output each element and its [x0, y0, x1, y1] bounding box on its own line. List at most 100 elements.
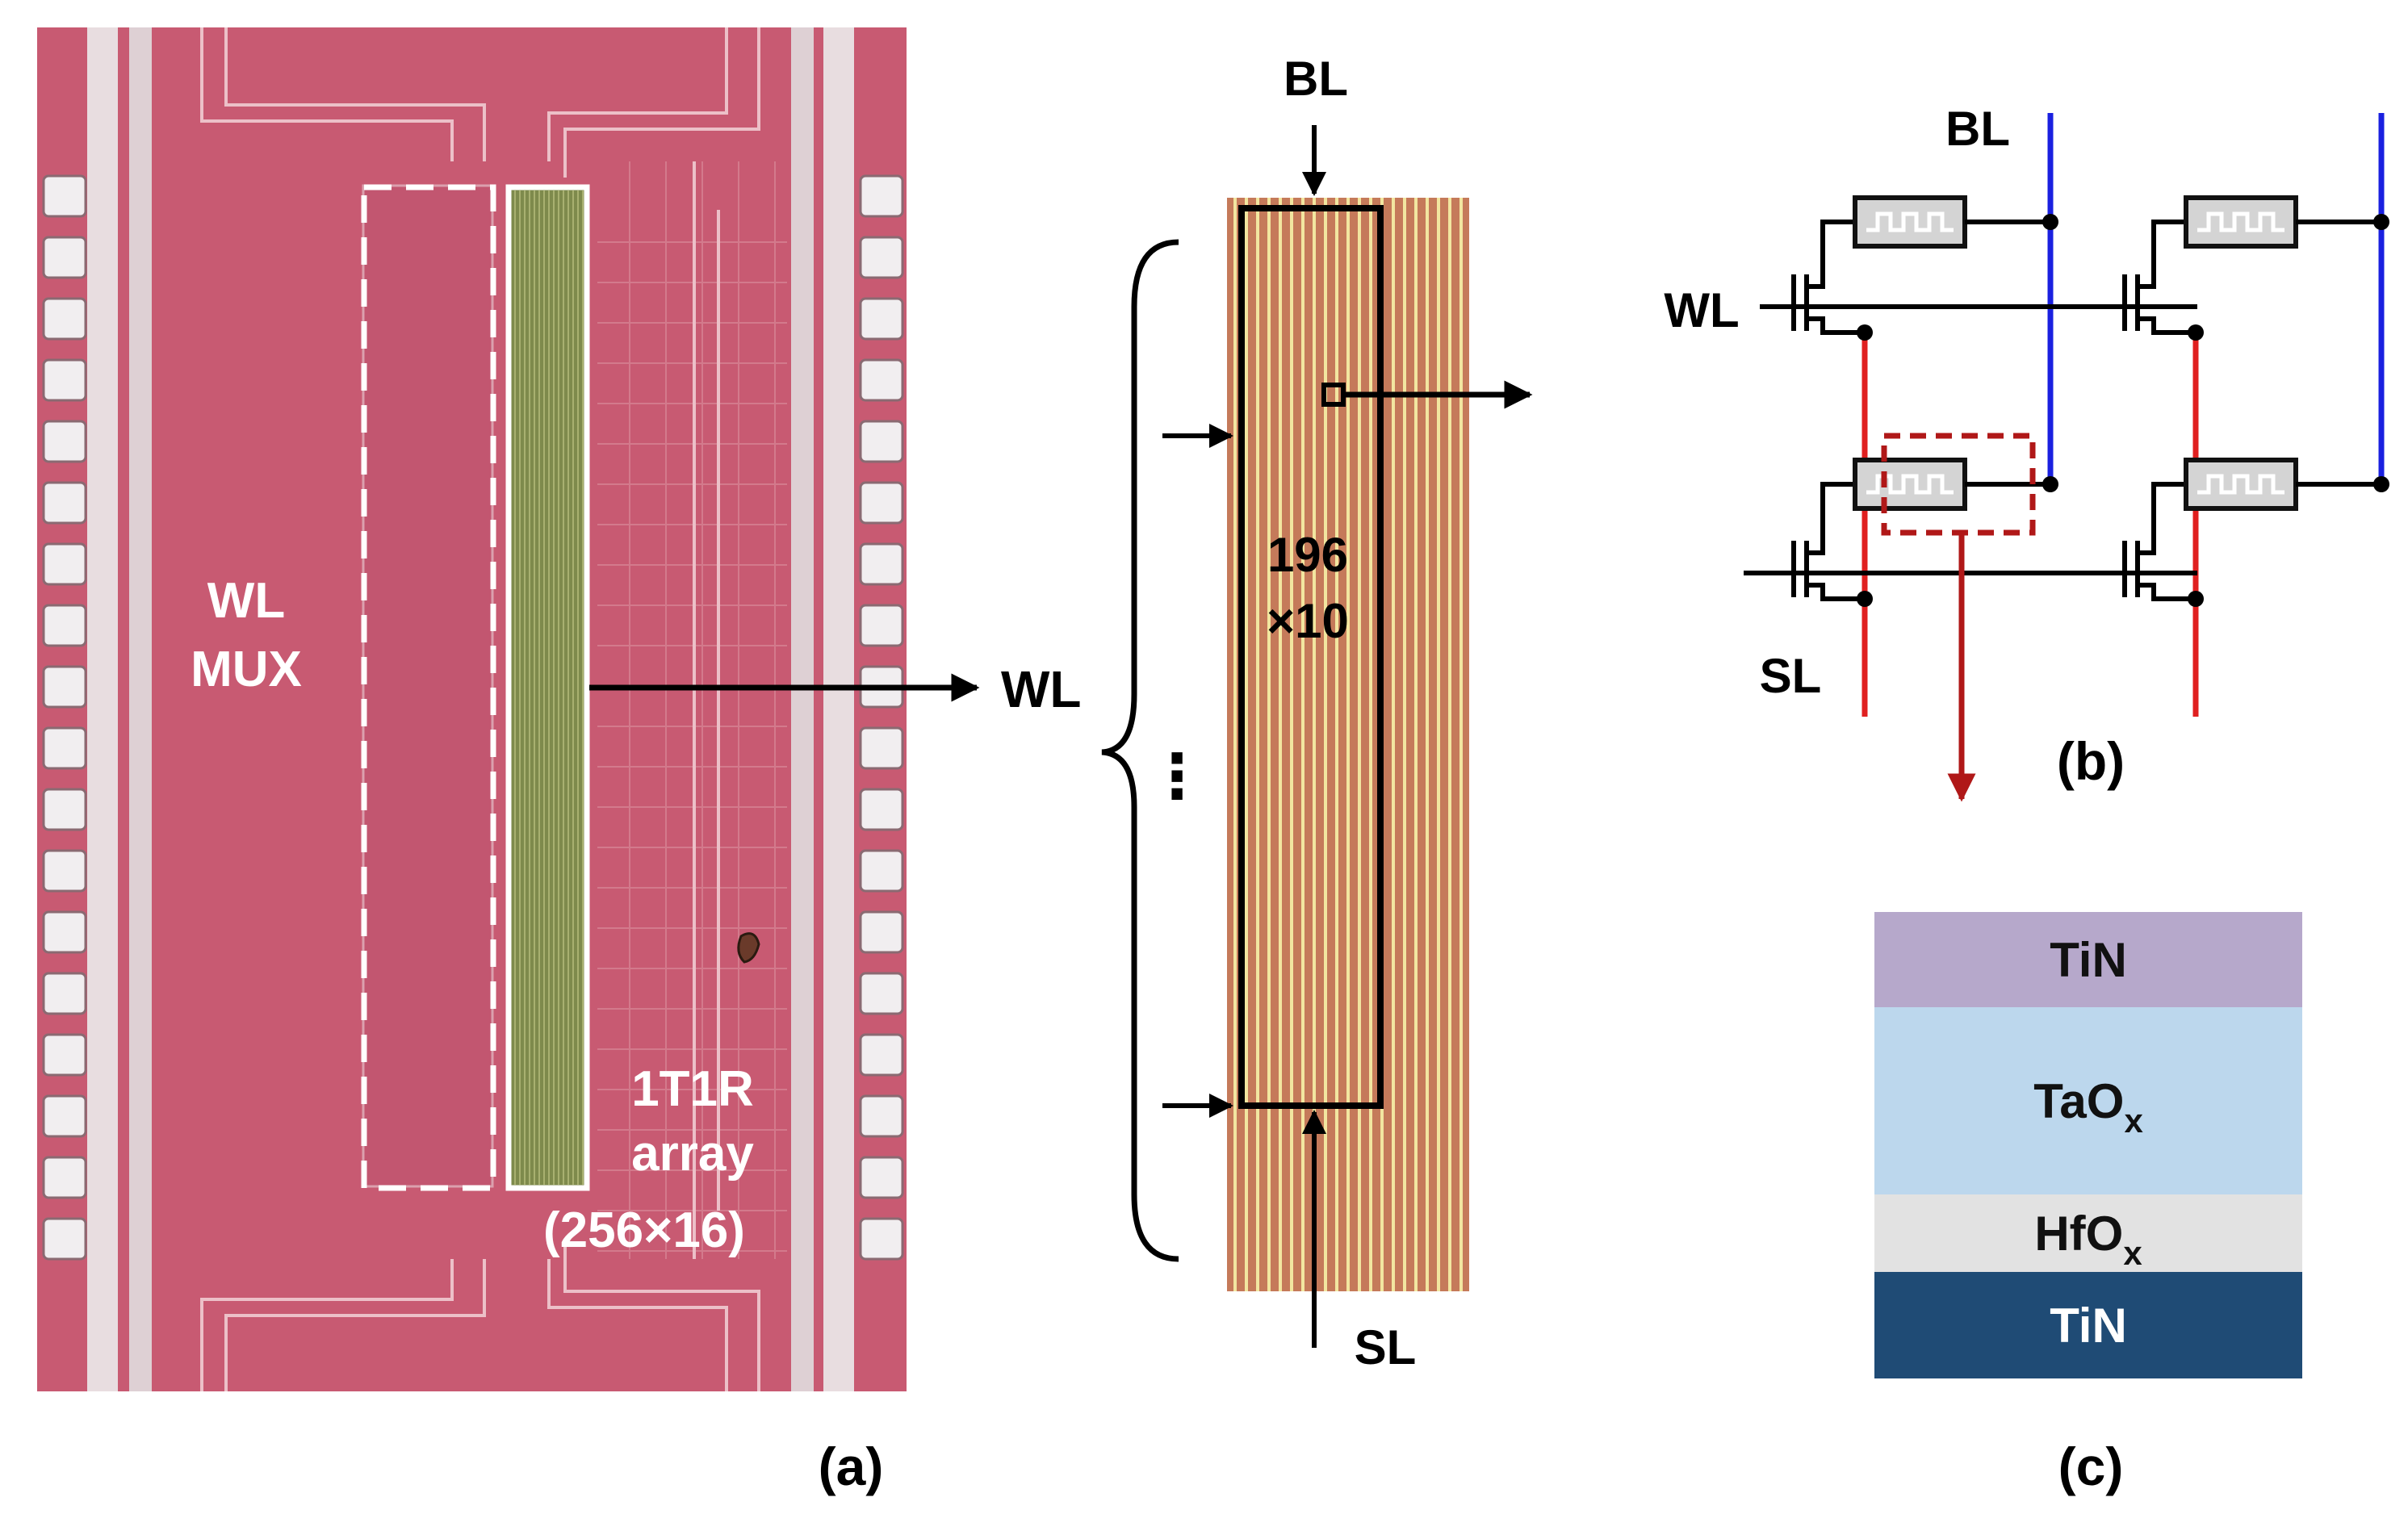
bond-pad — [42, 420, 87, 463]
stack-layer-material: TiN — [2050, 933, 2127, 987]
stack-layer — [1874, 1272, 2302, 1378]
bond-pad — [859, 174, 904, 218]
bond-pad — [859, 420, 904, 463]
bond-pad — [859, 542, 904, 586]
bond-pad — [42, 972, 87, 1015]
routing-traces — [200, 27, 760, 1391]
stack-layer-label: TaOx — [2033, 1074, 2143, 1140]
drain-wire — [2138, 220, 2186, 289]
drain-wire — [2138, 482, 2186, 555]
zoom-sl-label: SL — [1355, 1320, 1417, 1374]
array-stripes — [514, 190, 584, 1185]
schematic-bl-label: BL — [1945, 102, 2010, 156]
sourceline-node — [1857, 591, 1873, 607]
stack-layer-label: HfOx — [2034, 1207, 2142, 1272]
selected-subarray-box — [1238, 205, 1384, 1109]
stack-layer-subscript: x — [2124, 1102, 2143, 1140]
bond-pad — [42, 849, 87, 893]
bond-pad — [42, 604, 87, 647]
bond-pad — [42, 236, 87, 279]
source-wire — [1807, 316, 1865, 335]
left-rail — [87, 27, 118, 1391]
wl-mux-label-line2: MUX — [191, 642, 302, 697]
zoom-bl-label: BL — [1284, 52, 1348, 106]
bitline-node — [2373, 214, 2389, 230]
rram-symbol — [2197, 211, 2284, 232]
panel-a-micrograph: WL MUX 1T1R array (256×16) — [37, 27, 907, 1391]
rram-symbol — [2197, 474, 2284, 495]
bitline-node — [2042, 214, 2058, 230]
bond-pad — [42, 726, 87, 770]
source-wire — [2138, 583, 2196, 601]
sourceline-node — [2188, 591, 2204, 607]
subarray-size-line1: 196 — [1267, 528, 1348, 582]
bond-pad — [859, 849, 904, 893]
rram-resistor — [1853, 458, 1967, 511]
rram-resistor — [2184, 458, 2298, 511]
stack-layer — [1874, 912, 2302, 1007]
panel-b-schematic: BL WL SL (b) — [1664, 102, 2389, 802]
subarray-size-line2: ×10 — [1267, 594, 1349, 648]
bond-pad — [859, 1094, 904, 1138]
caption-c: (c) — [2058, 1437, 2124, 1496]
schematic-wl-label: WL — [1664, 283, 1739, 337]
bond-pad — [859, 481, 904, 525]
stack-layer-material: TaO — [2033, 1074, 2124, 1128]
bond-pad — [859, 910, 904, 954]
caption-a: (a) — [819, 1437, 884, 1496]
bond-pad — [42, 297, 87, 341]
stack-layer-label: TiN — [2050, 1299, 2127, 1353]
stack-layer — [1874, 1007, 2302, 1194]
bitline-node — [2373, 476, 2389, 492]
schematic-sl-label: SL — [1760, 649, 1822, 703]
wl-mux-label-line1: WL — [207, 573, 285, 629]
bond-pad — [859, 972, 904, 1015]
right-rail — [823, 27, 854, 1391]
bond-pad — [42, 1217, 87, 1261]
right-rail-inner — [791, 27, 814, 1391]
schematic-cells — [1791, 195, 2389, 607]
array-label-line2: array — [631, 1126, 754, 1182]
rram-resistor — [1853, 195, 1967, 249]
die-grid — [597, 161, 787, 1259]
strip-lines — [1233, 198, 1463, 1291]
bond-pad — [42, 174, 87, 218]
bond-pad — [42, 788, 87, 831]
array-label-line3: (256×16) — [543, 1203, 745, 1258]
bond-pad — [859, 788, 904, 831]
rram-symbol — [1866, 474, 1954, 495]
bitline-node — [2042, 476, 2058, 492]
right-pads — [859, 174, 904, 1261]
bond-pad — [859, 358, 904, 402]
wl-mux-box — [361, 184, 496, 1191]
bond-pad — [859, 1217, 904, 1261]
stack-layer-material: TiN — [2050, 1299, 2127, 1353]
bond-pad — [42, 1033, 87, 1077]
array-label-line1: 1T1R — [631, 1061, 754, 1117]
caption-b: (b) — [2057, 731, 2125, 791]
bond-pad — [859, 1156, 904, 1199]
stack-layer-label: TiN — [2050, 933, 2127, 987]
sourceline-node — [2188, 324, 2204, 341]
die-defect — [737, 932, 760, 964]
bond-pad — [42, 910, 87, 954]
source-wire — [2138, 316, 2196, 335]
stack-layer-material: HfO — [2034, 1207, 2123, 1261]
drain-wire — [1807, 220, 1855, 289]
rram-symbol — [1866, 211, 1954, 232]
bond-pad — [859, 236, 904, 279]
bond-pad — [42, 1156, 87, 1199]
bond-pad — [42, 542, 87, 586]
wl-arrow-label: WL — [1001, 660, 1082, 718]
bond-pad — [859, 604, 904, 647]
selected-rram-highlight — [1881, 433, 2036, 536]
stack-layer — [1874, 1194, 2302, 1272]
bond-pad — [859, 1033, 904, 1077]
stack-layer-subscript: x — [2123, 1234, 2142, 1272]
bond-pad — [42, 481, 87, 525]
wl-ellipsis: ⋮ — [1146, 742, 1208, 811]
bond-pad — [859, 297, 904, 341]
left-pads — [42, 174, 87, 1261]
